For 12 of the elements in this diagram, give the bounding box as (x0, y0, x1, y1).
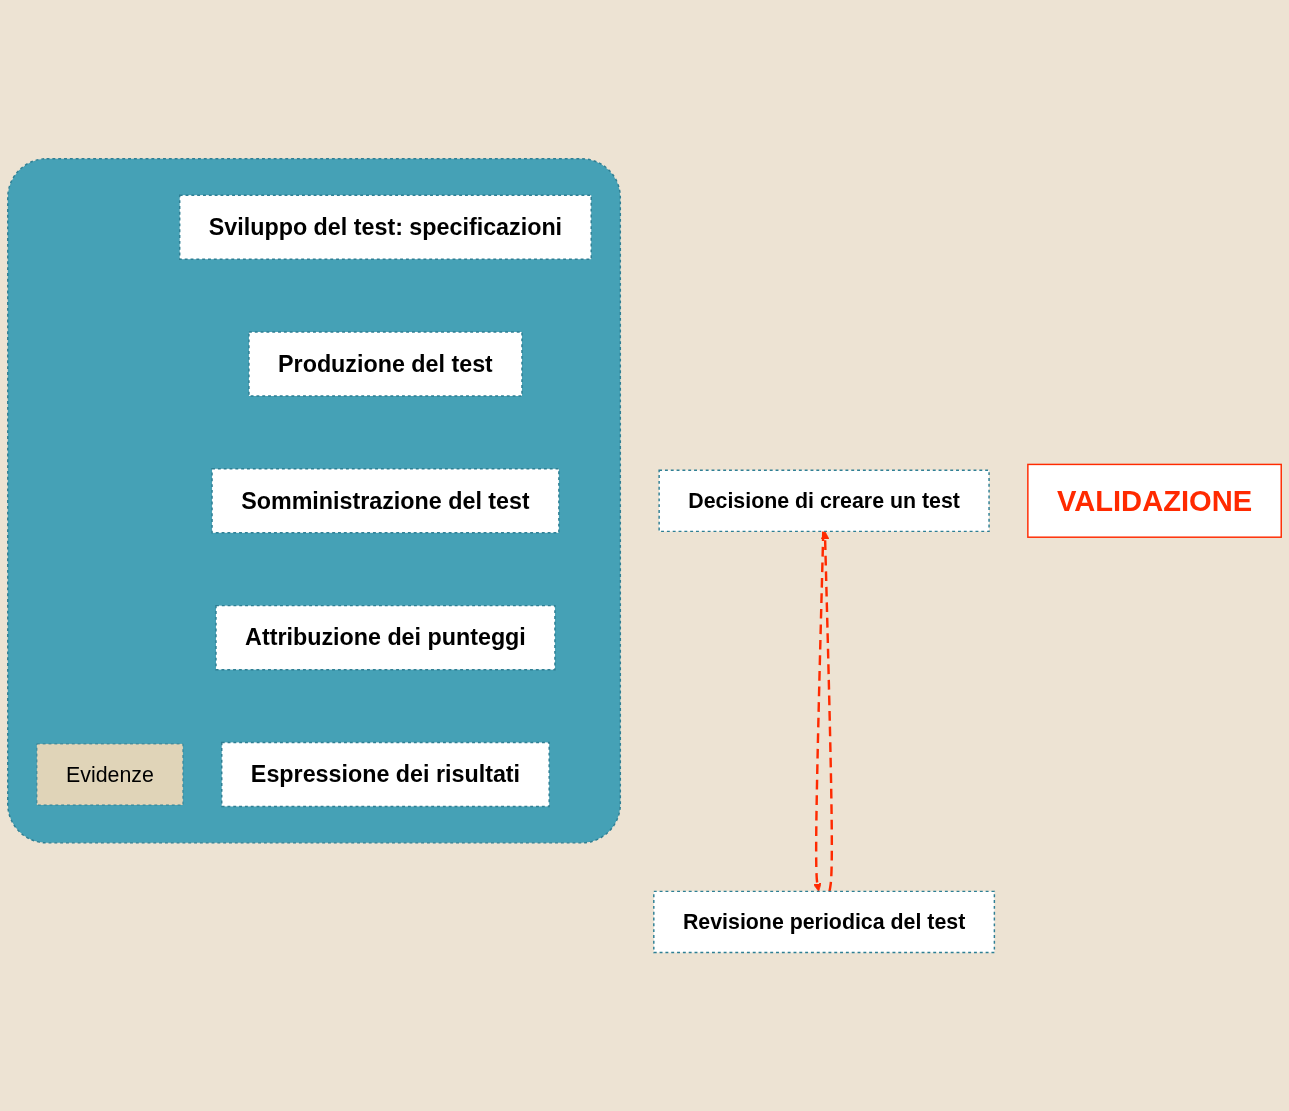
cluster (7, 157, 622, 844)
node-box: Decisione di creare un test (658, 469, 990, 532)
arrow (820, 530, 834, 892)
node-box: Produzione del test (248, 331, 523, 397)
node-box: Somministrazione del test (211, 467, 560, 534)
arrow (813, 531, 825, 892)
node-box: VALIDAZIONE (1027, 463, 1282, 538)
node-box: Revisione periodica del test (653, 890, 996, 954)
node-box: Sviluppo del test: specificazioni (179, 194, 592, 260)
node-box: Attribuzione dei punteggi (215, 604, 556, 671)
node-box: Espressione dei risultati (221, 741, 550, 808)
node-box: Evidenze (36, 743, 184, 806)
